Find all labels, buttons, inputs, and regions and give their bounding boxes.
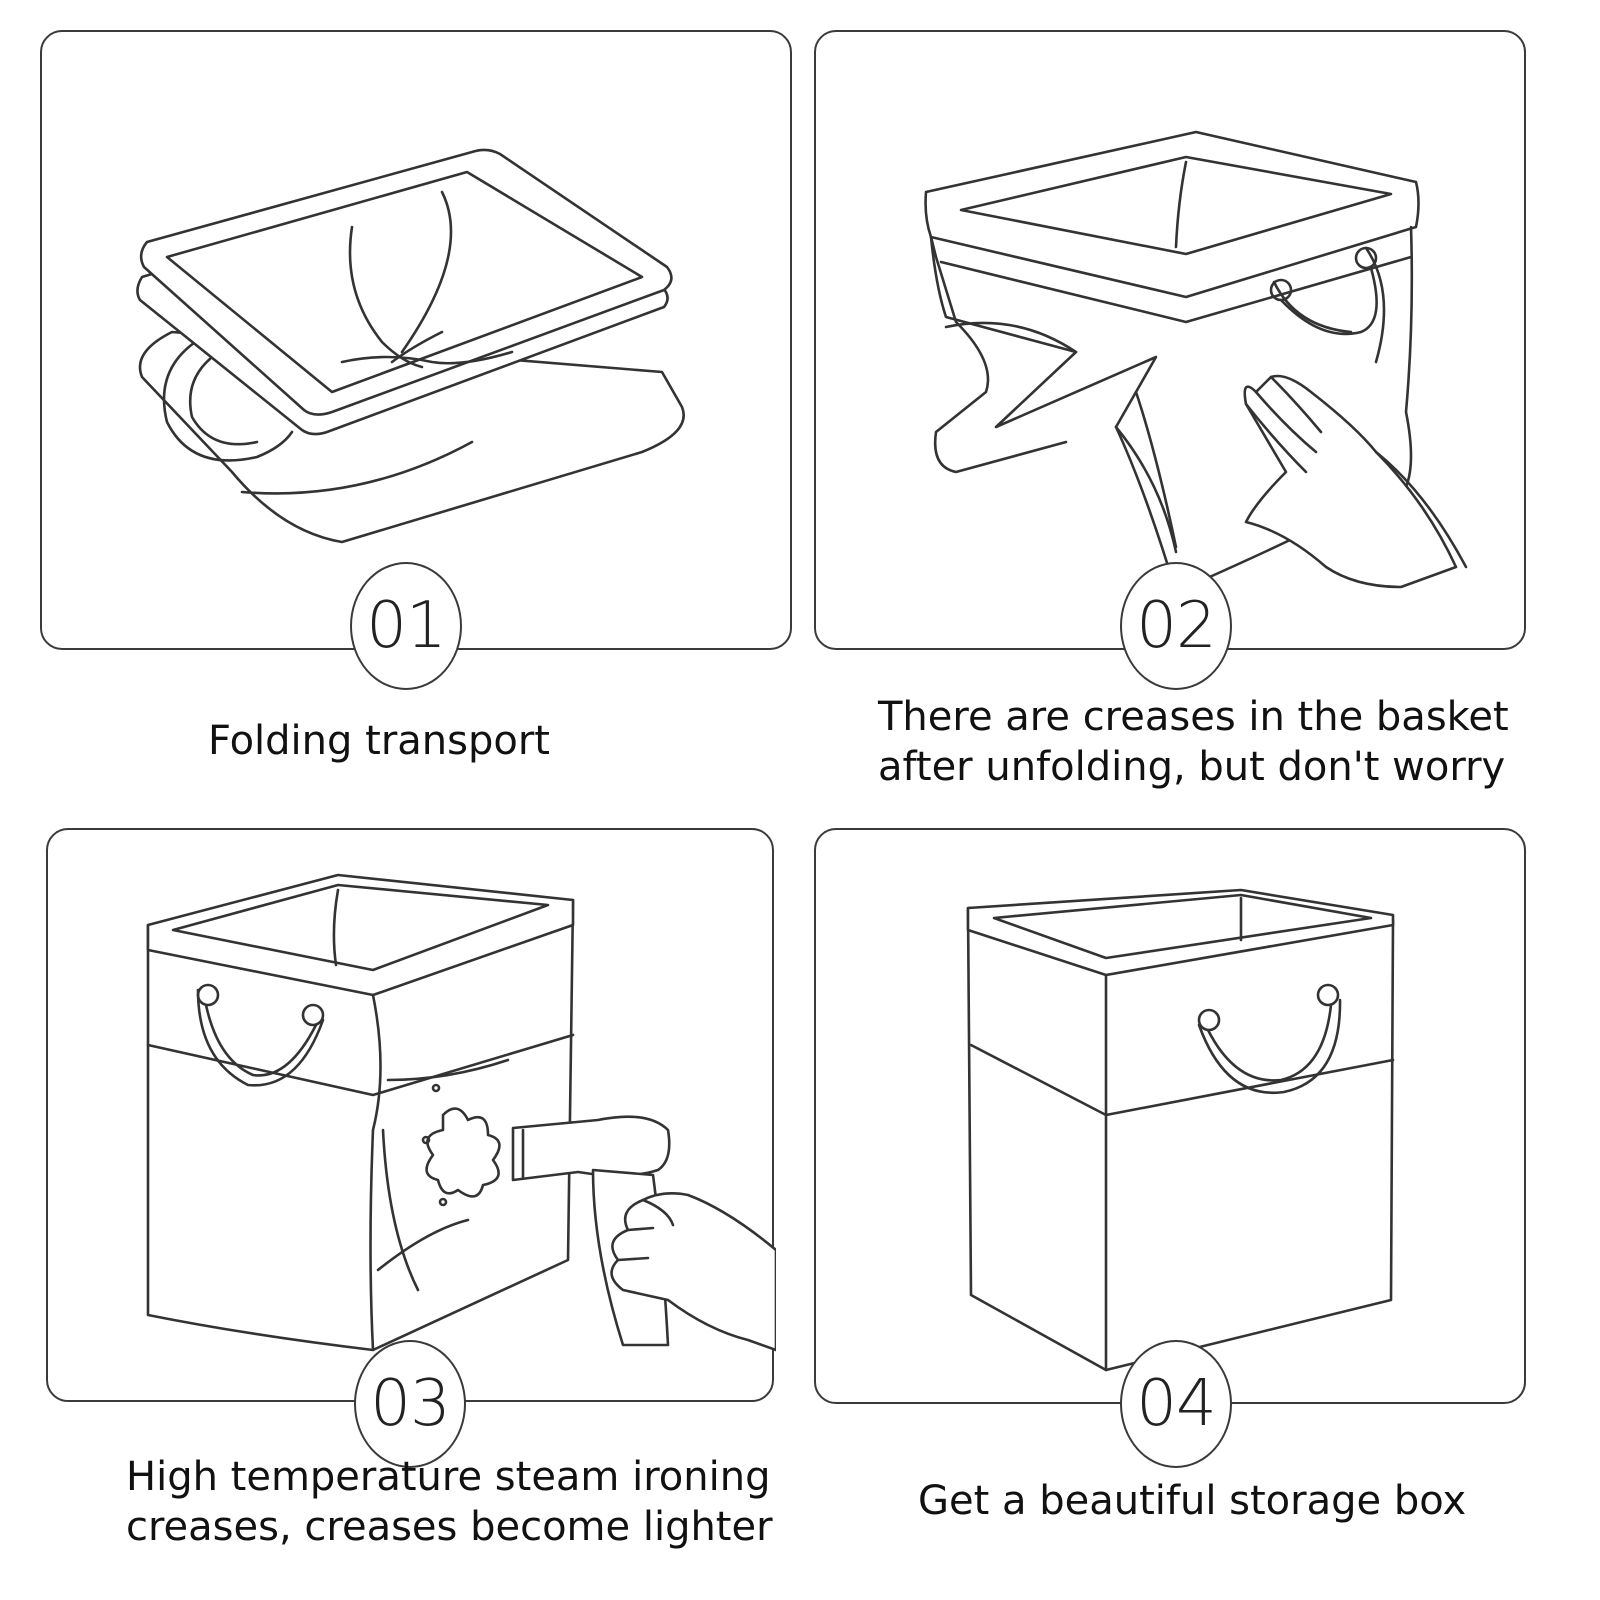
step-2-number-badge: 02 [1120,562,1232,690]
step-4-caption-line-1: Get a beautiful storage box [918,1478,1467,1524]
step-4-number-badge: 04 [1120,1340,1232,1468]
step-2-caption-line-2: after unfolding, but don't worry [878,744,1506,790]
step-4-panel [814,828,1526,1404]
steam-ironing-basket-illustration [146,873,776,1352]
step-1-caption: Folding transport [208,716,550,766]
step-3-caption-line-1: High temperature steam ironing [126,1454,771,1500]
step-3-panel [46,828,776,1402]
step-3-caption: High temperature steam ironing creases, … [126,1452,773,1552]
step-2-caption-line-1: There are creases in the basket [878,694,1509,740]
step-1-caption-line-1: Folding transport [208,718,550,764]
step-2-panel [814,30,1526,650]
step-3-caption-line-2: creases, creases become lighter [126,1504,773,1550]
finished-storage-box-illustration [966,888,1395,1372]
step-2-caption: There are creases in the basket after un… [878,692,1509,792]
folded-basket-illustration [136,148,685,544]
step-4-caption: Get a beautiful storage box [918,1476,1466,1526]
step-1-panel [40,30,792,650]
unfolded-creased-basket-illustration [924,130,1468,594]
step-3-number-badge: 03 [354,1340,466,1468]
step-1-number-badge: 01 [350,562,462,690]
